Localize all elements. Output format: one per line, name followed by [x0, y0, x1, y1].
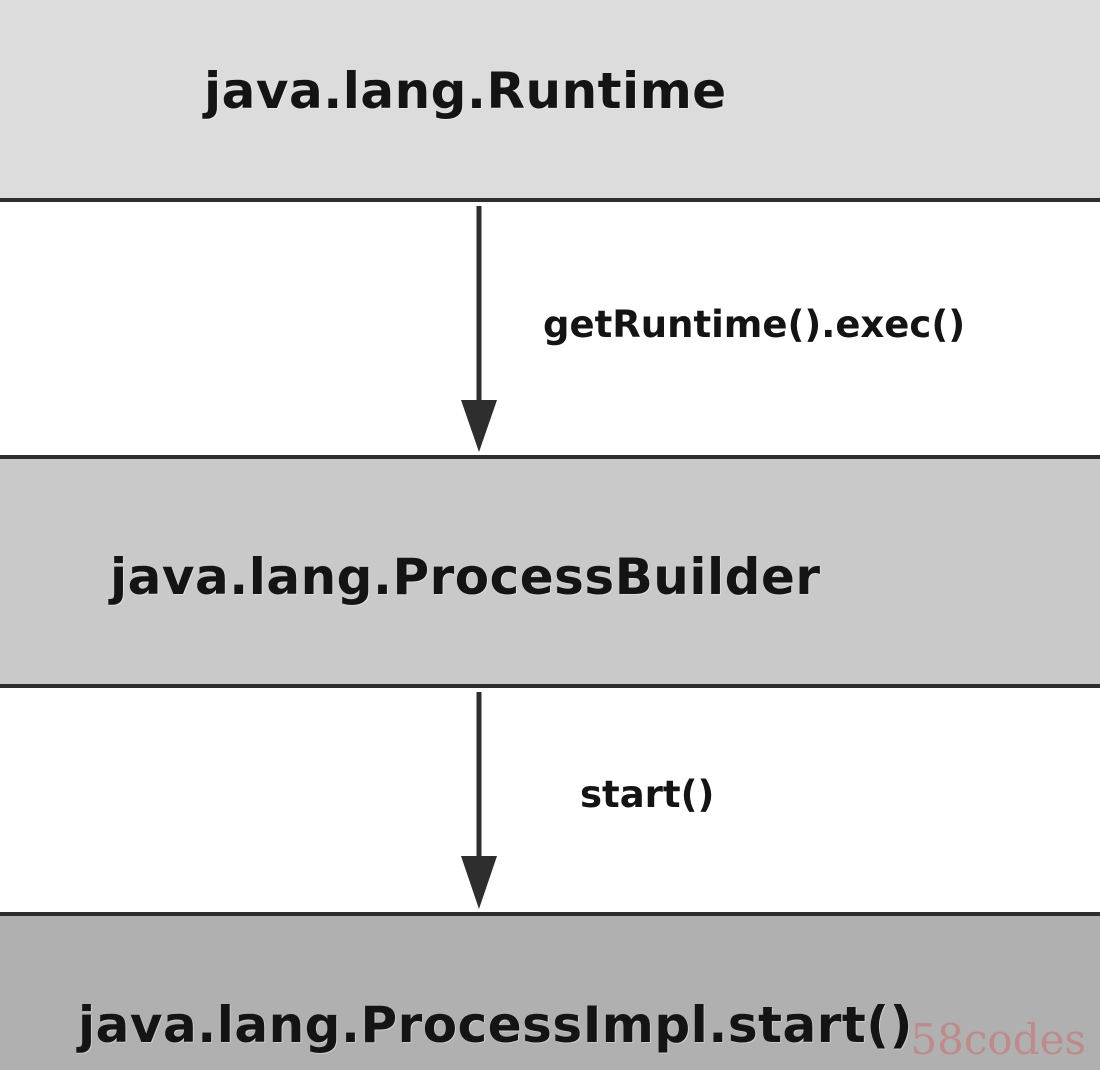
runtime-label: java.lang.Runtime — [204, 62, 727, 120]
gap-builder-to-impl — [0, 688, 1100, 912]
watermark: 58codes — [910, 1015, 1086, 1064]
exec-edge-label: getRuntime().exec() — [543, 303, 966, 346]
gap-runtime-to-builder — [0, 202, 1100, 455]
processimpl-node — [0, 912, 1100, 1070]
runtime-node — [0, 0, 1100, 202]
processimpl-label: java.lang.ProcessImpl.start() — [78, 996, 913, 1054]
processbuilder-label: java.lang.ProcessBuilder — [110, 548, 821, 606]
start-edge-label: start() — [580, 773, 715, 816]
processbuilder-node — [0, 455, 1100, 688]
